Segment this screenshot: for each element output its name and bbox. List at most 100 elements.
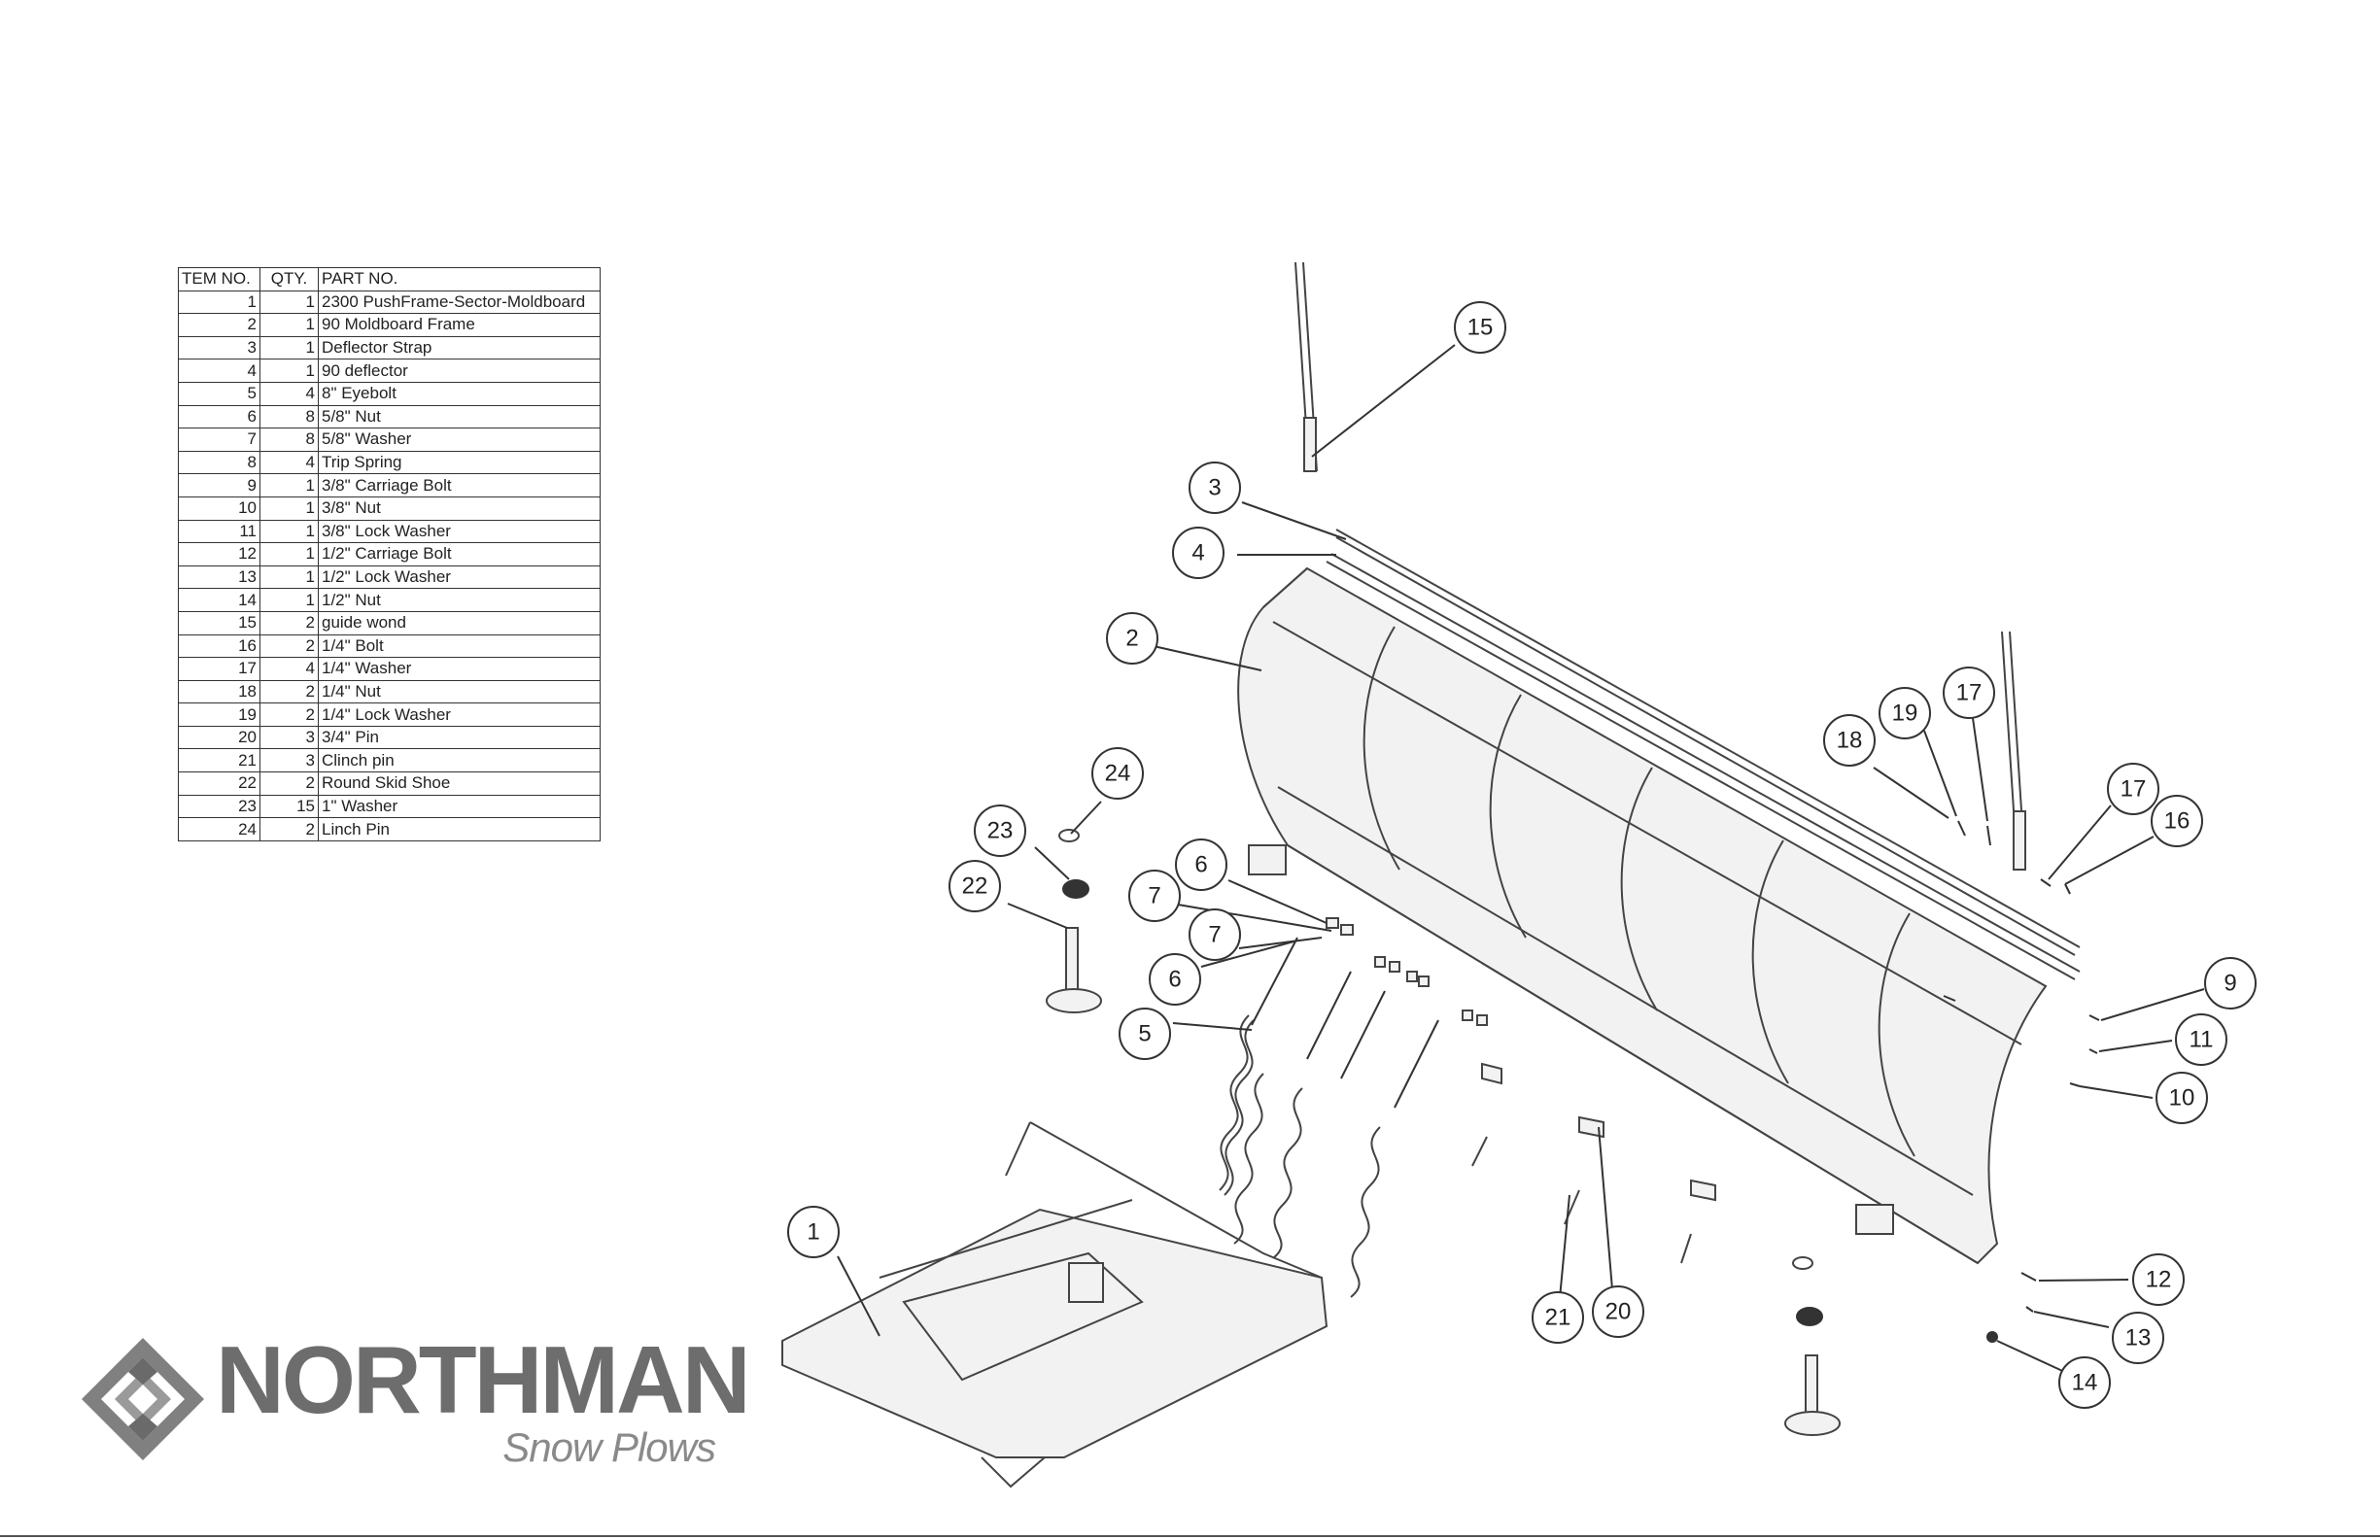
callout-17b: 17 bbox=[2107, 763, 2159, 815]
callout-label: 15 bbox=[1467, 315, 1494, 341]
cell-part-no: 90 deflector bbox=[318, 359, 601, 383]
cell-part-no: 3/8" Lock Washer bbox=[318, 519, 601, 544]
cell-part-no: 3/8" Carriage Bolt bbox=[318, 473, 601, 497]
callout-label: 18 bbox=[1837, 728, 1863, 754]
callout-23: 23 bbox=[974, 804, 1026, 857]
cell-qty: 1 bbox=[259, 290, 319, 315]
callout-3: 3 bbox=[1189, 462, 1241, 514]
logo-brand-text: NORTHMAN bbox=[216, 1326, 751, 1433]
cell-qty: 2 bbox=[259, 633, 319, 659]
cell-part-no: 1/4" Nut bbox=[318, 679, 601, 704]
cell-part-no: 1/4" Bolt bbox=[318, 633, 601, 659]
column-header-qty: QTY. bbox=[259, 267, 319, 291]
cell-qty: 3 bbox=[259, 725, 319, 750]
cell-qty: 4 bbox=[259, 450, 319, 475]
cell-item-no: 15 bbox=[178, 610, 260, 635]
cell-part-no: 5/8" Washer bbox=[318, 428, 601, 452]
callout-11: 11 bbox=[2175, 1013, 2227, 1066]
callout-10: 10 bbox=[2156, 1072, 2208, 1124]
callout-12: 12 bbox=[2132, 1253, 2185, 1306]
callout-label: 10 bbox=[2169, 1085, 2195, 1112]
cell-qty: 2 bbox=[259, 679, 319, 704]
cell-part-no: Trip Spring bbox=[318, 450, 601, 475]
cell-part-no: 1" Washer bbox=[318, 794, 601, 819]
callout-label: 21 bbox=[1545, 1305, 1571, 1331]
cell-item-no: 6 bbox=[178, 404, 260, 429]
cell-part-no: Clinch pin bbox=[318, 748, 601, 773]
callout-20: 20 bbox=[1592, 1285, 1644, 1338]
callout-label: 6 bbox=[1168, 967, 1181, 993]
cell-part-no: 1/4" Washer bbox=[318, 657, 601, 681]
cell-item-no: 12 bbox=[178, 542, 260, 566]
callout-label: 20 bbox=[1605, 1299, 1632, 1325]
cell-qty: 1 bbox=[259, 588, 319, 612]
column-header-item-no: TEM NO. bbox=[178, 267, 260, 291]
cell-qty: 3 bbox=[259, 748, 319, 773]
column-header-part-no: PART NO. bbox=[318, 267, 601, 291]
guide-wand-right bbox=[2001, 631, 2026, 871]
cell-item-no: 4 bbox=[178, 359, 260, 383]
cell-qty: 1 bbox=[259, 542, 319, 566]
callout-bubbles: 15 3 4 2 19 17 18 17 16 24 23 22 6 7 7 6… bbox=[787, 301, 2257, 1409]
bottom-rule bbox=[0, 1535, 2380, 1537]
cell-item-no: 16 bbox=[178, 633, 260, 659]
callout-label: 22 bbox=[962, 873, 988, 900]
cell-item-no: 7 bbox=[178, 428, 260, 452]
callout-label: 17 bbox=[1956, 680, 1983, 706]
northman-logo: NORTHMAN Snow Plows bbox=[80, 1332, 751, 1472]
cell-qty: 1 bbox=[259, 335, 319, 360]
cell-qty: 4 bbox=[259, 381, 319, 406]
callout-label: 24 bbox=[1105, 761, 1131, 787]
cell-qty: 2 bbox=[259, 702, 319, 727]
cell-qty: 2 bbox=[259, 771, 319, 796]
callout-label: 11 bbox=[2190, 1027, 2214, 1053]
skid-shoes bbox=[1046, 829, 1841, 1436]
callout-label: 23 bbox=[987, 818, 1014, 844]
cell-item-no: 24 bbox=[178, 817, 260, 841]
cell-item-no: 10 bbox=[178, 496, 260, 521]
callout-label: 4 bbox=[1191, 540, 1204, 566]
callout-19: 19 bbox=[1879, 687, 1931, 739]
callout-6: 6 bbox=[1175, 838, 1227, 891]
hardware-parts bbox=[1326, 820, 2100, 1343]
cell-qty: 8 bbox=[259, 428, 319, 452]
cell-qty: 1 bbox=[259, 473, 319, 497]
callout-14: 14 bbox=[2058, 1356, 2111, 1409]
cell-item-no: 18 bbox=[178, 679, 260, 704]
callout-label: 6 bbox=[1194, 852, 1207, 878]
eyebolts bbox=[1251, 937, 1439, 1109]
callout-label: 7 bbox=[1148, 883, 1160, 909]
callout-label: 19 bbox=[1892, 701, 1918, 727]
callout-label: 3 bbox=[1208, 475, 1221, 501]
cell-part-no: 5/8" Nut bbox=[318, 404, 601, 429]
cell-part-no: Round Skid Shoe bbox=[318, 771, 601, 796]
cell-item-no: 22 bbox=[178, 771, 260, 796]
cell-part-no: 8" Eyebolt bbox=[318, 381, 601, 406]
callout-label: 13 bbox=[2125, 1325, 2152, 1352]
cell-part-no: guide wond bbox=[318, 610, 601, 635]
cell-qty: 2 bbox=[259, 817, 319, 841]
leader-lines bbox=[837, 344, 2205, 1376]
cell-part-no: 3/4" Pin bbox=[318, 725, 601, 750]
cell-qty: 1 bbox=[259, 359, 319, 383]
push-frame bbox=[781, 1121, 1328, 1489]
cell-item-no: 21 bbox=[178, 748, 260, 773]
callout-label: 1 bbox=[807, 1219, 819, 1246]
cell-item-no: 17 bbox=[178, 657, 260, 681]
callout-label: 2 bbox=[1125, 626, 1138, 652]
cell-qty: 1 bbox=[259, 313, 319, 337]
cell-part-no: 1/2" Lock Washer bbox=[318, 565, 601, 590]
moldboard-frame bbox=[1237, 566, 2048, 1265]
cell-part-no: Deflector Strap bbox=[318, 335, 601, 360]
